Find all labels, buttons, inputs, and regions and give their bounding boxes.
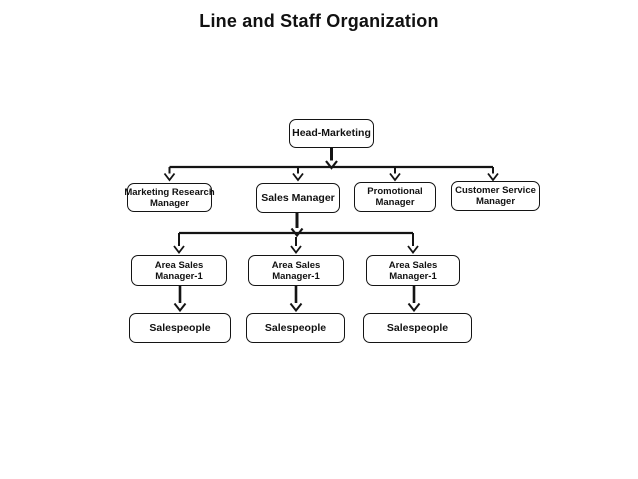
org-node-label: Area Sales: [154, 259, 204, 271]
org-node-label: Area Sales: [388, 259, 438, 271]
org-node-label: Manager-1: [389, 270, 437, 282]
org-node-head-marketing: Head-Marketing: [289, 119, 374, 148]
org-node-label: Salespeople: [149, 321, 211, 334]
connector-sales-to-areas: [173, 213, 419, 254]
connector-areas-to-salespeople: [173, 286, 421, 313]
org-node-salespeople-right: Salespeople: [363, 313, 472, 343]
org-node-label: Sales Manager: [261, 191, 335, 204]
org-node-salespeople-left: Salespeople: [129, 313, 231, 343]
org-node-label: Salespeople: [264, 321, 327, 334]
org-node-label: Manager-1: [272, 270, 320, 282]
org-node-salespeople-center: Salespeople: [246, 313, 345, 343]
org-node-label: Manager-1: [155, 270, 203, 282]
connector-head-to-managers: [163, 148, 499, 182]
org-node-label: Customer Service: [455, 185, 536, 196]
org-node-label: Promotional: [367, 186, 423, 197]
org-node-label: Marketing Research: [124, 186, 215, 198]
org-node-label: Area Sales: [271, 259, 321, 271]
org-node-label: Manager: [475, 196, 516, 207]
org-node-area-sales-manager-1-left: Area Sales Manager-1: [131, 255, 227, 286]
page-title: Line and Staff Organization: [199, 11, 439, 31]
org-node-promotional-manager: Promotional Manager: [354, 182, 436, 212]
org-node-label: Manager: [149, 197, 190, 209]
org-node-marketing-research-manager: Marketing Research Manager: [124, 183, 215, 212]
org-node-label: Salespeople: [386, 321, 449, 334]
org-node-sales-manager: Sales Manager: [256, 183, 340, 213]
org-node-label: Head-Marketing: [292, 127, 371, 139]
org-node-customer-service-manager: Customer Service Manager: [451, 181, 540, 211]
org-node-label: Manager: [375, 197, 415, 208]
org-node-area-sales-manager-1-center: Area Sales Manager-1: [248, 255, 344, 286]
org-node-area-sales-manager-1-right: Area Sales Manager-1: [366, 255, 460, 286]
